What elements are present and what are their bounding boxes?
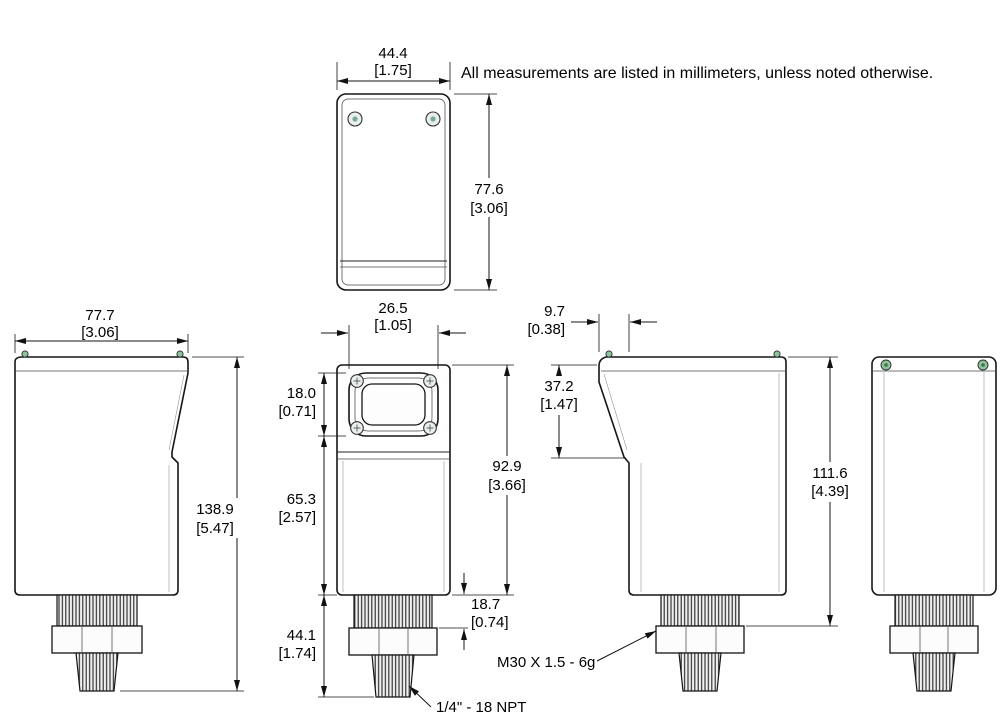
dim-front-body-height: 92.9 [3.66]: [452, 364, 531, 596]
npt-tip: [371, 654, 415, 698]
npt-thread-label: 1/4" - 18 NPT: [436, 699, 526, 716]
screw-icon: [176, 350, 184, 358]
dim-front-thread-length: 18.7 [0.74]: [439, 573, 519, 650]
dim-mask: [464, 178, 514, 217]
dim-side-width: 77.7 [3.06]: [14, 307, 189, 353]
top-view-outline: [336, 93, 451, 291]
screw-icon: [347, 111, 363, 127]
dim-front-window-height-mm: 18.0: [287, 385, 316, 402]
dim-front-thread-length-in: [0.74]: [471, 614, 509, 631]
callout-m30-thread: M30 X 1.5 - 6g: [497, 630, 657, 671]
dim-right-head-height-in: [1.47]: [540, 396, 578, 413]
dim-mask: [802, 462, 858, 502]
screw-icon: [425, 111, 441, 127]
dim-side-height-mm: 138.9: [196, 501, 234, 518]
dim-top-width: 44.4 [1.75]: [336, 45, 451, 90]
screw-icon: [423, 374, 437, 388]
dim-top-depth-mm: 77.6: [474, 181, 503, 198]
dim-front-stem-length: 44.1 [1.74]: [278, 595, 374, 698]
dim-side-width-mm: 77.7: [85, 307, 114, 324]
dim-mask: [469, 596, 519, 629]
dim-front-window-height: 18.0 [0.71]: [278, 372, 346, 437]
screw-icon: [350, 421, 364, 435]
dim-front-lower-body: 65.3 [2.57]: [278, 436, 337, 596]
dim-front-body-height-in: [3.66]: [488, 477, 526, 494]
leader-arrow: [596, 630, 657, 662]
npt-tip: [912, 652, 956, 692]
screw-icon: [880, 359, 892, 371]
right-side-outline: [598, 356, 787, 596]
dim-top-depth-in: [3.06]: [470, 200, 508, 217]
dim-front-window-height-in: [0.71]: [278, 403, 316, 420]
units-note: All measurements are listed in millimete…: [461, 65, 933, 82]
dim-right-overall-height: 111.6 [4.39]: [746, 356, 858, 627]
rear-view: [871, 356, 997, 692]
mounting-thread: [353, 594, 433, 629]
front-view: [336, 364, 451, 698]
dim-right-head-height-mm: 37.2: [544, 378, 573, 395]
dim-right-head-height: 37.2 [1.47]: [534, 364, 626, 459]
screw-icon: [977, 359, 989, 371]
dim-top-width-in: [1.75]: [374, 62, 412, 79]
hex-nut: [889, 625, 979, 654]
mounting-thread: [894, 594, 974, 627]
dim-side-height: 138.9 [5.47]: [120, 356, 244, 692]
callout-npt-thread: 1/4" - 18 NPT: [408, 685, 526, 716]
dim-mask: [484, 456, 531, 495]
sensor-window-opening: [361, 383, 426, 426]
hex-nut: [51, 625, 143, 654]
dim-right-face-offset-in: [0.38]: [527, 321, 565, 338]
hex-nut: [655, 625, 745, 654]
screw-icon: [605, 350, 613, 358]
mounting-thread: [660, 594, 740, 627]
dim-front-body-height-mm: 92.9: [492, 458, 521, 475]
dim-side-width-in: [3.06]: [81, 324, 119, 341]
dim-mask: [191, 498, 242, 538]
mounting-thread: [56, 594, 138, 627]
dim-right-face-offset: 9.7 [0.38]: [527, 303, 657, 352]
dim-front-stem-length-mm: 44.1: [287, 627, 316, 644]
leader-arrow: [408, 685, 432, 708]
dim-right-face-offset-mm: 9.7: [544, 303, 565, 320]
dim-side-height-in: [5.47]: [196, 520, 234, 537]
dim-front-thread-length-mm: 18.7: [471, 596, 500, 613]
npt-tip: [75, 652, 119, 692]
dim-top-depth: 77.6 [3.06]: [454, 93, 514, 291]
dim-right-overall-height-mm: 111.6: [812, 465, 847, 482]
screw-icon: [773, 350, 781, 358]
dim-mask: [534, 376, 584, 415]
dim-front-window-width-in: [1.05]: [374, 317, 412, 334]
npt-tip: [678, 652, 722, 692]
dim-front-window-width: 26.5 [1.05]: [321, 300, 466, 369]
left-side-view: [14, 350, 189, 692]
dim-front-lower-body-in: [2.57]: [278, 509, 316, 526]
m30-thread-label: M30 X 1.5 - 6g: [497, 654, 595, 671]
right-side-view: [598, 350, 787, 692]
top-view: [336, 93, 451, 291]
rear-body-outline: [871, 356, 997, 596]
dim-top-width-mm: 44.4: [378, 45, 407, 62]
screw-icon: [21, 350, 29, 358]
dim-front-lower-body-mm: 65.3: [287, 491, 316, 508]
hex-nut: [348, 627, 438, 656]
dim-right-overall-height-in: [4.39]: [811, 483, 849, 500]
screw-icon: [350, 374, 364, 388]
screw-icon: [423, 421, 437, 435]
left-side-outline: [14, 356, 189, 596]
dim-front-window-width-mm: 26.5: [378, 300, 407, 317]
dim-front-stem-length-in: [1.74]: [278, 645, 316, 662]
